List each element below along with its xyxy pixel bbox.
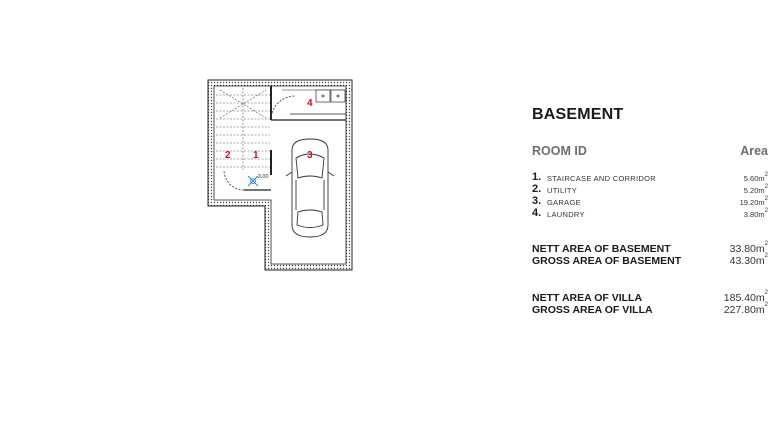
area-header: Area bbox=[740, 144, 768, 158]
room-name: UTILITY bbox=[547, 186, 578, 195]
room-row: 2. UTILITY 5.20m2 bbox=[532, 183, 768, 197]
laundry-basins bbox=[315, 89, 346, 103]
room-area: 3.80m2 bbox=[743, 208, 768, 219]
room-label-1: 1 bbox=[253, 150, 259, 161]
room-name: STAIRCASE AND CORRIDOR bbox=[547, 174, 656, 183]
page-title: BASEMENT bbox=[532, 106, 624, 123]
nett-area-villa: NETT AREA OF VILLA 185.40m2 bbox=[532, 290, 768, 304]
room-label-2: 2 bbox=[225, 150, 231, 161]
outer-walls bbox=[207, 79, 353, 271]
room-label-4: 4 bbox=[307, 98, 313, 109]
gross-area-basement: GROSS AREA OF BASEMENT 43.30m2 bbox=[532, 253, 768, 267]
room-area: 5.20m2 bbox=[743, 184, 768, 195]
level-marker: -3.00 bbox=[247, 174, 269, 187]
room-label-3: 3 bbox=[307, 150, 313, 161]
room-number: 2. bbox=[532, 183, 542, 195]
area-schedule: BASEMENT ROOM ID Area 1. STAIRCASE AND C… bbox=[532, 0, 768, 427]
staircase bbox=[216, 88, 270, 170]
level-label: -3.00 bbox=[256, 174, 269, 180]
door-swings bbox=[223, 95, 296, 191]
car-outline bbox=[285, 138, 335, 238]
gross-area-villa: GROSS AREA OF VILLA 227.80m2 bbox=[532, 302, 768, 316]
room-area: 5.60m2 bbox=[743, 172, 768, 183]
room-number: 3. bbox=[532, 195, 542, 207]
room-id-header: ROOM ID bbox=[532, 144, 587, 158]
room-row: 1. STAIRCASE AND CORRIDOR 5.60m2 bbox=[532, 171, 768, 185]
nett-area-basement: NETT AREA OF BASEMENT 33.80m2 bbox=[532, 241, 768, 255]
room-number: 4. bbox=[532, 207, 542, 219]
room-labels: 1 2 3 4 bbox=[225, 98, 313, 161]
room-name: LAUNDRY bbox=[547, 210, 585, 219]
room-row: 4. LAUNDRY 3.80m2 bbox=[532, 207, 768, 221]
room-number: 1. bbox=[532, 171, 542, 183]
room-name: GARAGE bbox=[547, 198, 581, 207]
room-row: 3. GARAGE 19.20m2 bbox=[532, 195, 768, 209]
room-area: 19.20m2 bbox=[739, 196, 768, 207]
